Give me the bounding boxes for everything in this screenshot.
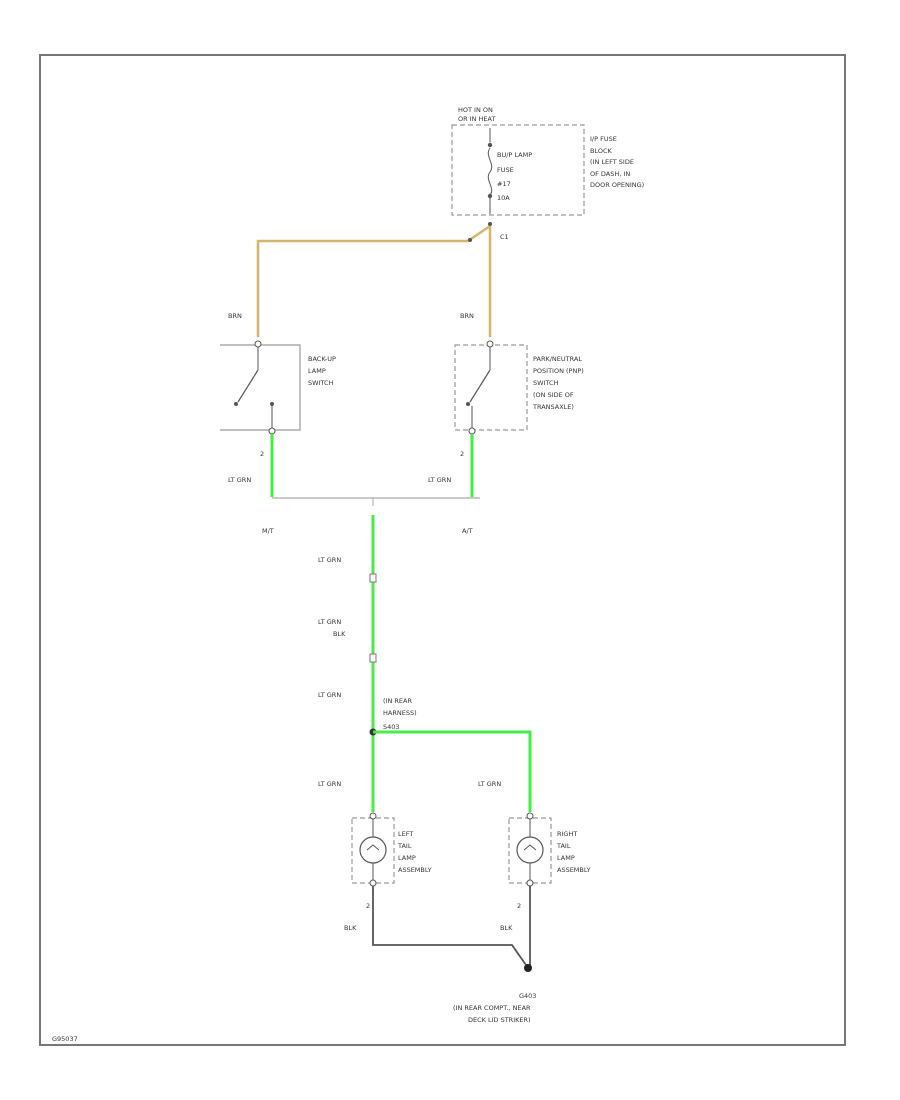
fuse-name-line3: #17 [497, 180, 511, 188]
variant-mt-label: M/T [262, 527, 274, 535]
right-lamp-pin: 2 [517, 902, 521, 910]
ground-location-line1: (IN REAR COMPT., NEAR [453, 1004, 531, 1012]
fuse-name-line4: 10A [497, 194, 510, 202]
fuse-name-line2: FUSE [497, 166, 514, 174]
splice-id: S403 [383, 723, 400, 731]
right-lamp-top-contact [526, 812, 534, 820]
fuse-desc-line5: DOOR OPENING) [590, 181, 644, 189]
fuse-desc-line1: I/P FUSE [590, 135, 617, 143]
ltgrn-blk-label2: BLK [333, 630, 346, 638]
inline-connector-1 [369, 573, 377, 583]
splice-label2: HARNESS) [383, 709, 417, 717]
right-lamp-bulb-icon [516, 836, 544, 864]
right-lamp-bottom-contact [526, 879, 534, 887]
right-lamp-label4: ASSEMBLY [557, 866, 591, 874]
ltgrn-sw-left-label: LT GRN [228, 476, 251, 484]
backup-switch-top-contact [254, 340, 262, 348]
left-lamp-pin: 2 [366, 902, 370, 910]
right-lamp-filament [523, 844, 537, 851]
backup-switch-label2: LAMP [308, 367, 326, 375]
backup-switch-blade [237, 369, 259, 403]
pnp-switch-label3: SWITCH [533, 379, 559, 387]
inline-connector-2 [369, 653, 377, 663]
fuse-contact-top [487, 142, 493, 148]
left-lamp-filament [366, 844, 380, 851]
fuse-hot-line2: OR IN HEAT [458, 115, 495, 123]
fuse-desc-line3: (IN LEFT SIDE [590, 158, 634, 166]
splice-c1-pin-left [468, 238, 472, 242]
ground-wiring: BLK BLK G403 (IN REAR COMPT., NEAR DECK … [344, 886, 536, 1024]
pnp-switch-bottom-contact [468, 427, 476, 435]
connector-c1: C1 [500, 233, 509, 241]
pnp-switch: PARK/NEUTRAL POSITION (PNP) SWITCH (ON S… [454, 340, 584, 458]
pnp-switch-label1: PARK/NEUTRAL [533, 355, 582, 363]
blk-right-label: BLK [500, 924, 513, 932]
splice-label1: (IN REAR [383, 697, 412, 705]
ltgrn-main1-label: LT GRN [318, 556, 341, 564]
backup-lamp-switch: BACK-UP LAMP SWITCH 2 [220, 340, 336, 458]
backup-switch-label3: SWITCH [308, 379, 334, 387]
fuse-block: HOT IN ON OR IN HEAT BU/P LAMP FUSE #17 … [451, 106, 644, 216]
ltgrn-sw-right-label: LT GRN [428, 476, 451, 484]
ltgrn-right-lamp-label: LT GRN [478, 780, 501, 788]
backup-switch-contact [270, 402, 274, 406]
pnp-switch-label2: POSITION (PNP) [533, 367, 584, 375]
pnp-switch-label4: (ON SIDE OF [533, 391, 574, 399]
ltgrn-blk-label1: LT GRN [318, 618, 341, 626]
ground-id: G403 [519, 992, 536, 1000]
figure-id: G95037 [52, 1035, 78, 1043]
left-lamp-label2: TAIL [397, 842, 412, 850]
brn-left-label: BRN [228, 312, 242, 320]
brn-right-label: BRN [460, 312, 474, 320]
backup-switch-box [220, 344, 301, 431]
pnp-switch-label5: TRANSAXLE) [532, 403, 574, 411]
fuse-symbol [487, 147, 493, 196]
ltgrn-wire-right-branch [373, 730, 532, 812]
left-lamp-label3: LAMP [398, 854, 416, 862]
backup-switch-label1: BACK-UP [308, 355, 336, 363]
ground-g403-icon [524, 964, 532, 972]
pnp-switch-top-contact [486, 340, 494, 348]
pnp-switch-box [454, 344, 528, 431]
fuse-contact-bottom [487, 193, 493, 199]
brn-wire-left [256, 224, 491, 337]
variant-at-label: A/T [462, 527, 473, 535]
fuse-block-box [451, 124, 585, 216]
ground-location-line2: DECK LID STRIKER) [468, 1016, 531, 1024]
ltgrn-switch-wires: LT GRN LT GRN M/T A/T [228, 434, 480, 535]
left-lamp-label1: LEFT [398, 830, 413, 838]
diagram-frame [39, 54, 846, 1046]
right-tail-lamp: RIGHT TAIL LAMP ASSEMBLY 2 [508, 812, 591, 910]
left-lamp-label4: ASSEMBLY [398, 866, 432, 874]
right-lamp-label3: LAMP [557, 854, 575, 862]
fuse-name-line1: BU/P LAMP [497, 151, 532, 159]
right-lamp-label2: TAIL [556, 842, 571, 850]
backup-switch-pin: 2 [260, 450, 264, 458]
ltgrn-left-lamp-label: LT GRN [318, 780, 341, 788]
ltgrn-trunk: LT GRN LT GRN BLK LT GRN (IN REAR HARNES… [318, 515, 532, 812]
fuse-desc-line4: OF DASH, IN [590, 170, 630, 178]
pnp-switch-pivot [466, 402, 470, 406]
left-lamp-top-contact [369, 812, 377, 820]
left-lamp-bulb-icon [359, 836, 387, 864]
blk-left-label: BLK [344, 924, 357, 932]
backup-switch-bottom-contact [268, 427, 276, 435]
splice-c1-pin-right [488, 222, 492, 226]
blk-wire-left [372, 886, 527, 966]
fuse-desc-line2: BLOCK [590, 147, 613, 155]
ltgrn-main2-label: LT GRN [318, 691, 341, 699]
backup-switch-pivot [234, 402, 238, 406]
brn-wires: BRN BRN [228, 222, 492, 337]
pnp-switch-blade [469, 369, 491, 403]
fuse-hot-line1: HOT IN ON [458, 106, 493, 114]
pnp-switch-pin: 2 [460, 450, 464, 458]
right-lamp-label1: RIGHT [557, 830, 577, 838]
left-lamp-bottom-contact [369, 879, 377, 887]
left-tail-lamp: LEFT TAIL LAMP ASSEMBLY 2 [351, 812, 432, 910]
